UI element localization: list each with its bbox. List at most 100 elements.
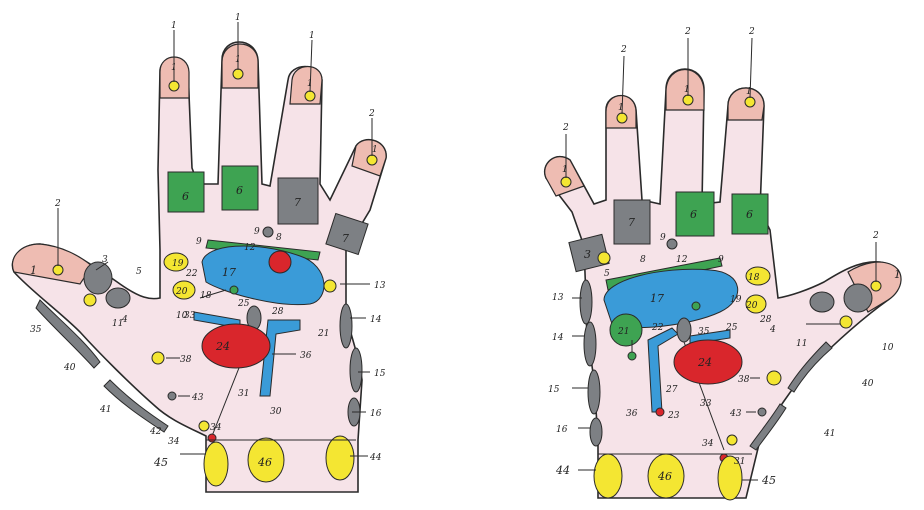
right-label-8: 8 — [640, 255, 646, 265]
right-label-24: 24 — [697, 356, 712, 369]
left-label-tip2: 1 — [235, 55, 241, 65]
left-label-f3: 1 — [309, 31, 315, 41]
right-label-38: 38 — [738, 375, 750, 385]
right-label-lead-ring: 2 — [620, 45, 627, 55]
right-label-21: 21 — [617, 327, 629, 337]
right-label-34: 34 — [702, 439, 714, 449]
right-label-9b: 9 — [718, 255, 724, 265]
left-label-8: 8 — [276, 233, 282, 243]
right-label-28: 28 — [759, 315, 772, 325]
right-label-5: 5 — [604, 269, 610, 279]
right-label-18: 18 — [748, 273, 760, 283]
left-label-30: 30 — [270, 407, 282, 417]
right-label-44: 44 — [555, 464, 570, 477]
left-label-11: 11 — [112, 319, 123, 329]
left-label-43: 43 — [191, 393, 204, 403]
right-label-16: 16 — [556, 425, 568, 435]
right-label-43: 43 — [729, 409, 742, 419]
left-label-thumb-lead: 2 — [54, 199, 61, 209]
left-label-9b: 9 — [254, 227, 260, 237]
left-label-7b: 7 — [342, 232, 349, 245]
right-label-14: 14 — [552, 333, 564, 343]
left-label-31: 31 — [238, 389, 249, 399]
left-label-35: 35 — [30, 325, 42, 335]
right-label-17: 17 — [650, 292, 664, 305]
left-label-45: 45 — [153, 456, 168, 469]
right-label-tip-little: 1 — [562, 165, 568, 175]
left-label-7a: 7 — [294, 196, 301, 209]
left-label-22: 22 — [185, 269, 198, 279]
left-label-tip1: 1 — [171, 63, 177, 73]
right-label-41: 41 — [823, 429, 835, 439]
right-label-19: 19 — [730, 295, 742, 305]
right-label-7a: 7 — [628, 216, 635, 229]
left-hand: 1 1 1 2 2 1 1 1 1 1 6 6 7 7 3 5 4 8 9 9 … — [12, 13, 386, 492]
right-label-35: 35 — [698, 327, 710, 337]
left-label-21: 21 — [317, 329, 329, 339]
left-label-36: 36 — [300, 351, 312, 361]
left-label-thumb-tip: 1 — [30, 264, 37, 277]
left-label-17: 17 — [222, 266, 236, 279]
left-label-9a: 9 — [196, 237, 202, 247]
left-label-41: 41 — [99, 405, 111, 415]
left-label-14: 14 — [370, 315, 382, 325]
right-label-9a: 9 — [660, 233, 666, 243]
right-label-6b: 6 — [746, 208, 753, 221]
right-label-40: 40 — [861, 379, 874, 389]
right-label-tip-index: 1 — [746, 87, 752, 97]
right-label-thumb-lead: 2 — [872, 231, 879, 241]
right-label-3: 3 — [584, 248, 591, 261]
right-label-11: 11 — [796, 339, 807, 349]
left-label-tip4: 1 — [372, 145, 378, 155]
left-label-46: 46 — [257, 456, 272, 469]
left-label-5: 5 — [136, 267, 142, 277]
right-label-13: 13 — [552, 293, 564, 303]
left-label-tip3: 1 — [307, 79, 313, 89]
right-label-lead-little: 2 — [562, 123, 569, 133]
right-label-22: 22 — [651, 323, 664, 333]
left-label-6a: 6 — [182, 190, 189, 203]
left-label-28: 28 — [271, 307, 284, 317]
left-label-16: 16 — [370, 409, 382, 419]
left-label-18: 18 — [200, 291, 212, 301]
right-label-23: 23 — [667, 411, 680, 421]
right-label-31: 31 — [734, 457, 745, 467]
left-label-33: 33 — [184, 311, 196, 321]
left-fingertip-middle — [222, 44, 258, 88]
right-label-thumb-tip: 1 — [894, 268, 901, 281]
left-label-38: 38 — [180, 355, 192, 365]
right-label-36: 36 — [626, 409, 638, 419]
right-label-10: 10 — [882, 343, 894, 353]
right-label-27: 27 — [665, 385, 678, 395]
right-label-tip-ring: 1 — [618, 103, 624, 113]
left-label-44: 44 — [369, 453, 382, 463]
left-label-13: 13 — [374, 281, 386, 291]
left-label-42: 42 — [149, 427, 162, 437]
left-label-f2: 1 — [235, 13, 241, 23]
left-zone-24 — [202, 324, 270, 368]
left-label-f1: 1 — [171, 21, 177, 31]
right-label-lead-index: 2 — [748, 27, 755, 37]
right-label-20: 20 — [745, 301, 758, 311]
right-label-12: 12 — [676, 255, 688, 265]
right-label-15: 15 — [548, 385, 560, 395]
right-label-tip-middle: 1 — [684, 85, 690, 95]
left-label-34: 34 — [210, 423, 222, 433]
right-label-6a: 6 — [690, 208, 697, 221]
left-label-34b: 34 — [168, 437, 180, 447]
left-label-15: 15 — [374, 369, 386, 379]
right-label-lead-middle: 2 — [684, 27, 691, 37]
left-label-19: 19 — [172, 259, 184, 269]
right-label-33: 33 — [700, 399, 712, 409]
left-label-25: 25 — [237, 299, 250, 309]
right-label-45: 45 — [761, 474, 776, 487]
left-label-40: 40 — [63, 363, 76, 373]
right-hand: 2 2 2 2 2 1 1 1 1 1 3 7 6 6 4 5 8 9 9 10… — [545, 27, 901, 500]
left-label-6b: 6 — [236, 184, 243, 197]
left-label-3: 3 — [102, 255, 108, 265]
left-label-f4: 2 — [368, 109, 375, 119]
left-label-24: 24 — [215, 340, 230, 353]
right-label-46: 46 — [657, 470, 672, 483]
